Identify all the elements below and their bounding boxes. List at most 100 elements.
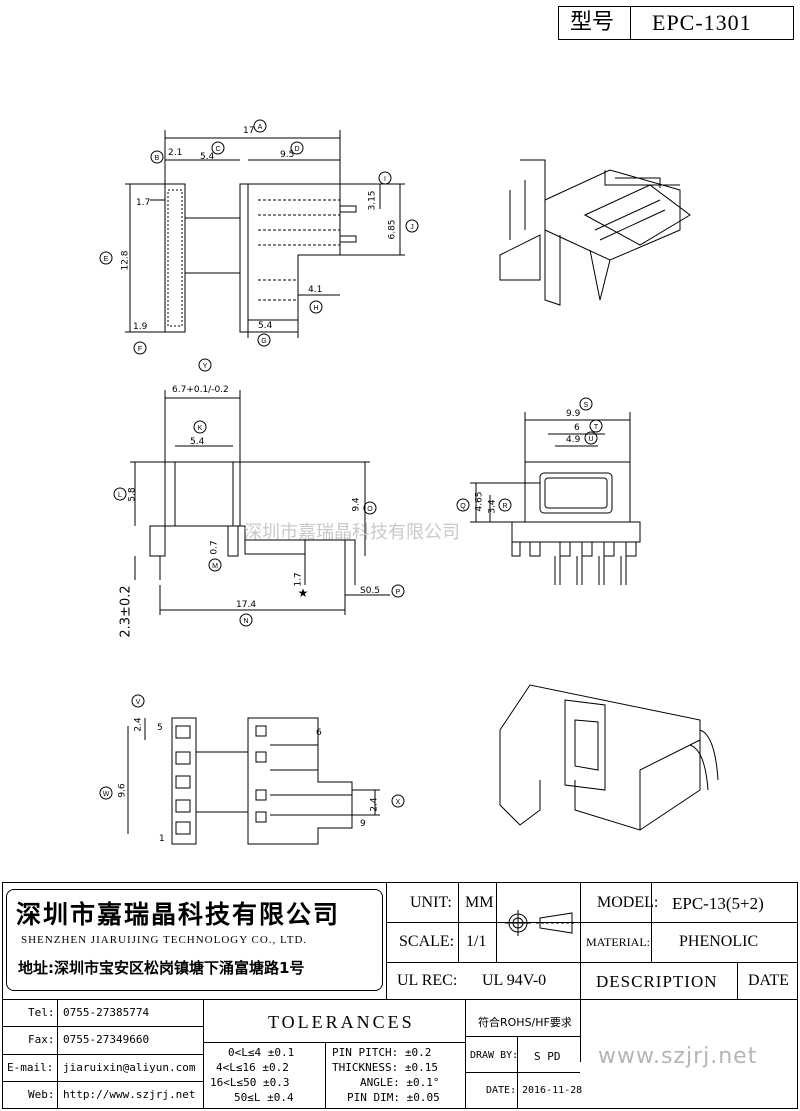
drawing-watermark: 深圳市嘉瑞晶科技有限公司 [244,522,460,543]
dim-1-9: 1.9 [133,322,148,332]
model-label: MODEL: [597,894,659,911]
grid-h-1026 [2,1026,203,1027]
dim-4-1: 4.1 [308,285,323,295]
dim-2-4-a: 2.4 [133,717,144,732]
dim-17-4: 17.4 [236,600,257,610]
grid-v-386 [386,882,387,999]
grid-h-962 [386,962,798,963]
web-label: Web: [28,1088,55,1101]
callout-C: C [215,146,220,153]
dim-2-1: 2.1 [168,148,183,158]
dim-4-65: 4.65 [474,491,485,512]
callout-N: N [243,618,248,625]
grid-v-465 [465,999,466,1109]
dim-6: 6 [574,423,580,433]
grid-v-325 [325,1042,326,1109]
dim-4-9: 4.9 [566,435,581,445]
pin-row-4: PIN DIM: ±0.05 [347,1091,440,1104]
front-view [470,412,641,585]
pin-row-2: THICKNESS: ±0.15 [332,1061,438,1074]
callout-A: A [258,124,263,131]
model-header-label: 型号 [570,10,615,35]
callout-I: I [384,176,386,183]
grid-h-999 [2,999,798,1000]
callout-G: G [261,338,266,345]
callout-W: W [103,791,110,798]
callouts [99,119,603,808]
tel-value: 0755-27385774 [63,1006,150,1019]
scale-value: 1/1 [466,933,487,950]
dim-6-7: 6.7+0.1/-0.2 [172,385,229,395]
dim-5-4-a: 5.4 [200,152,215,162]
description-header: DESCRIPTION [596,972,718,991]
grid-v-580 [580,882,581,1062]
fax-label: Fax: [28,1033,55,1046]
site-watermark: www.szjrj.net [598,1044,758,1069]
iso-view-1 [499,159,691,306]
dim-2-3: 2.3±0.2 [118,585,134,638]
callout-X: X [396,799,401,806]
tol-row-1: 0<L≤4 ±0.1 [228,1046,295,1059]
callout-K: K [198,425,203,432]
title-block-frame [2,882,798,1109]
grid-h-922 [386,922,798,923]
pin-5-label: 5 [157,723,163,733]
model-header-value: EPC-1301 [652,10,752,35]
dim-9-9: 9.9 [566,409,581,419]
grid-h-1042 [203,1042,465,1043]
bottom-view [127,717,380,845]
dim-overall-17: 17 [243,126,255,136]
tel-label: Tel: [28,1006,55,1019]
model-header-divider [630,6,631,40]
dim-5-4-side: 5.4 [190,437,205,447]
dim-9-5: 9.5 [280,150,295,160]
callout-L: L [118,492,122,499]
grid-h-1081 [2,1081,203,1082]
tol-row-3: 16<L≤50 ±0.3 [210,1076,290,1089]
dim-5-8: 5.8 [127,487,138,502]
model-header-box [558,6,794,40]
drawby-value: S PD [534,1050,561,1063]
callout-O: O [367,506,373,513]
pin-row-1: PIN PITCH: ±0.2 [332,1046,432,1059]
unit-label: UNIT: [410,894,452,911]
grid-v-517 [517,1036,518,1109]
technical-drawing: A B C D E F G H I J K L M N O P Q R S T … [99,119,719,845]
callout-Y: Y [203,363,208,370]
date-header: DATE [748,972,789,989]
unit-value: MM [465,894,494,911]
dim-s0-5: S0.5 [360,586,381,596]
callout-U: U [588,436,593,443]
pin-row-3: ANGLE: ±0.1° [360,1076,440,1089]
tol-row-4: 50≤L ±0.4 [234,1091,294,1104]
scale-label: SCALE: [399,933,455,950]
company-address: 地址:深圳市宝安区松岗镇塘下涌富塘路1号 [18,959,305,977]
company-en: SHENZHEN JIARUIJING TECHNOLOGY CO., LTD. [21,934,308,946]
dim-5-4-b: 5.4 [258,321,273,331]
star-mark: ★ [298,586,309,600]
date-label: DATE: [486,1085,517,1096]
dim-3-4: 3.4 [487,499,498,514]
callout-F: F [138,346,142,353]
dim-9-4: 9.4 [351,497,362,512]
dim-9-6: 9.6 [117,783,128,798]
web-value: http://www.szjrj.net [63,1088,196,1101]
projection-symbol-icon [505,910,574,936]
model-value: EPC-13(5+2) [672,894,764,913]
email-value: jiaruixin@aliyun.com [63,1061,196,1074]
ulrec-value: UL 94V-0 [482,972,547,989]
dim-2-4-b: 2.4 [369,797,380,812]
dim-1-7-side: 1.7 [293,572,304,587]
company-block [6,889,383,991]
pin-9-label: 9 [360,819,366,829]
grid-h-1072 [465,1072,580,1073]
callout-D: D [294,146,299,153]
pin-1-label: 1 [159,834,165,844]
material-label: MATERIAL: [586,935,650,949]
rohs-text: 符合ROHS/HF要求 [478,1016,572,1029]
grid-v-737 [737,962,738,999]
callout-T: T [594,424,599,431]
dim-0-7: 0.7 [209,540,220,555]
date-value: 2016-11-28 [522,1085,583,1096]
drawby-label: DRAW BY: [470,1050,519,1061]
